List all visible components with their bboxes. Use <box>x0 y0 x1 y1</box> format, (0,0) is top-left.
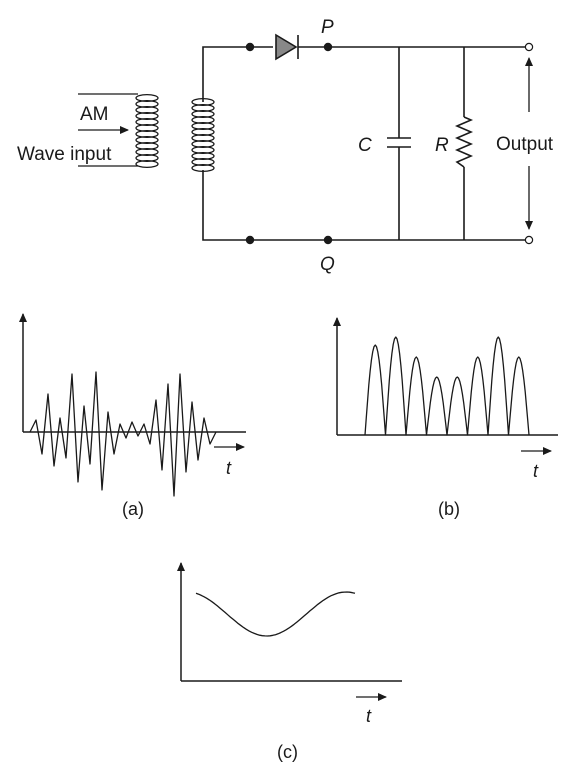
junction-top-left <box>245 42 255 52</box>
graph-c: t (c) <box>177 562 402 762</box>
capacitor-label: C <box>358 135 372 156</box>
resistor-label: R <box>435 135 449 156</box>
graph-a-time-label: t <box>226 458 232 478</box>
graph-c-time-label: t <box>366 706 372 726</box>
node-q-label: Q <box>320 254 335 275</box>
junction-bottom-left <box>245 235 255 245</box>
primary-coil-icon <box>135 93 159 169</box>
output-terminal-bottom <box>524 235 534 245</box>
graph-c-caption: (c) <box>277 742 298 762</box>
graph-b-rectified-wave <box>364 336 530 436</box>
detector-circuit: AM Wave input P Q C <box>17 17 554 275</box>
output-terminal-top <box>524 42 534 52</box>
secondary-bottom-lead <box>202 170 250 241</box>
capacitor-icon <box>387 47 411 240</box>
junction-p <box>323 42 333 52</box>
graph-a-am-wave <box>29 371 217 497</box>
graph-a: t (a) <box>19 313 246 519</box>
secondary-coil-icon <box>191 97 215 173</box>
graph-a-caption: (a) <box>122 499 144 519</box>
junction-q <box>323 235 333 245</box>
diode-icon <box>275 33 299 61</box>
node-p-label: P <box>321 17 334 38</box>
input-label-wave: Wave input <box>17 144 112 165</box>
resistor-icon <box>454 47 474 240</box>
output-label: Output <box>496 134 554 155</box>
input-label-am: AM <box>80 104 109 125</box>
graph-c-envelope <box>195 591 356 637</box>
secondary-top-lead <box>202 46 250 102</box>
graph-b-time-label: t <box>533 461 539 481</box>
graph-b-caption: (b) <box>438 499 460 519</box>
graph-b: t (b) <box>333 317 558 519</box>
